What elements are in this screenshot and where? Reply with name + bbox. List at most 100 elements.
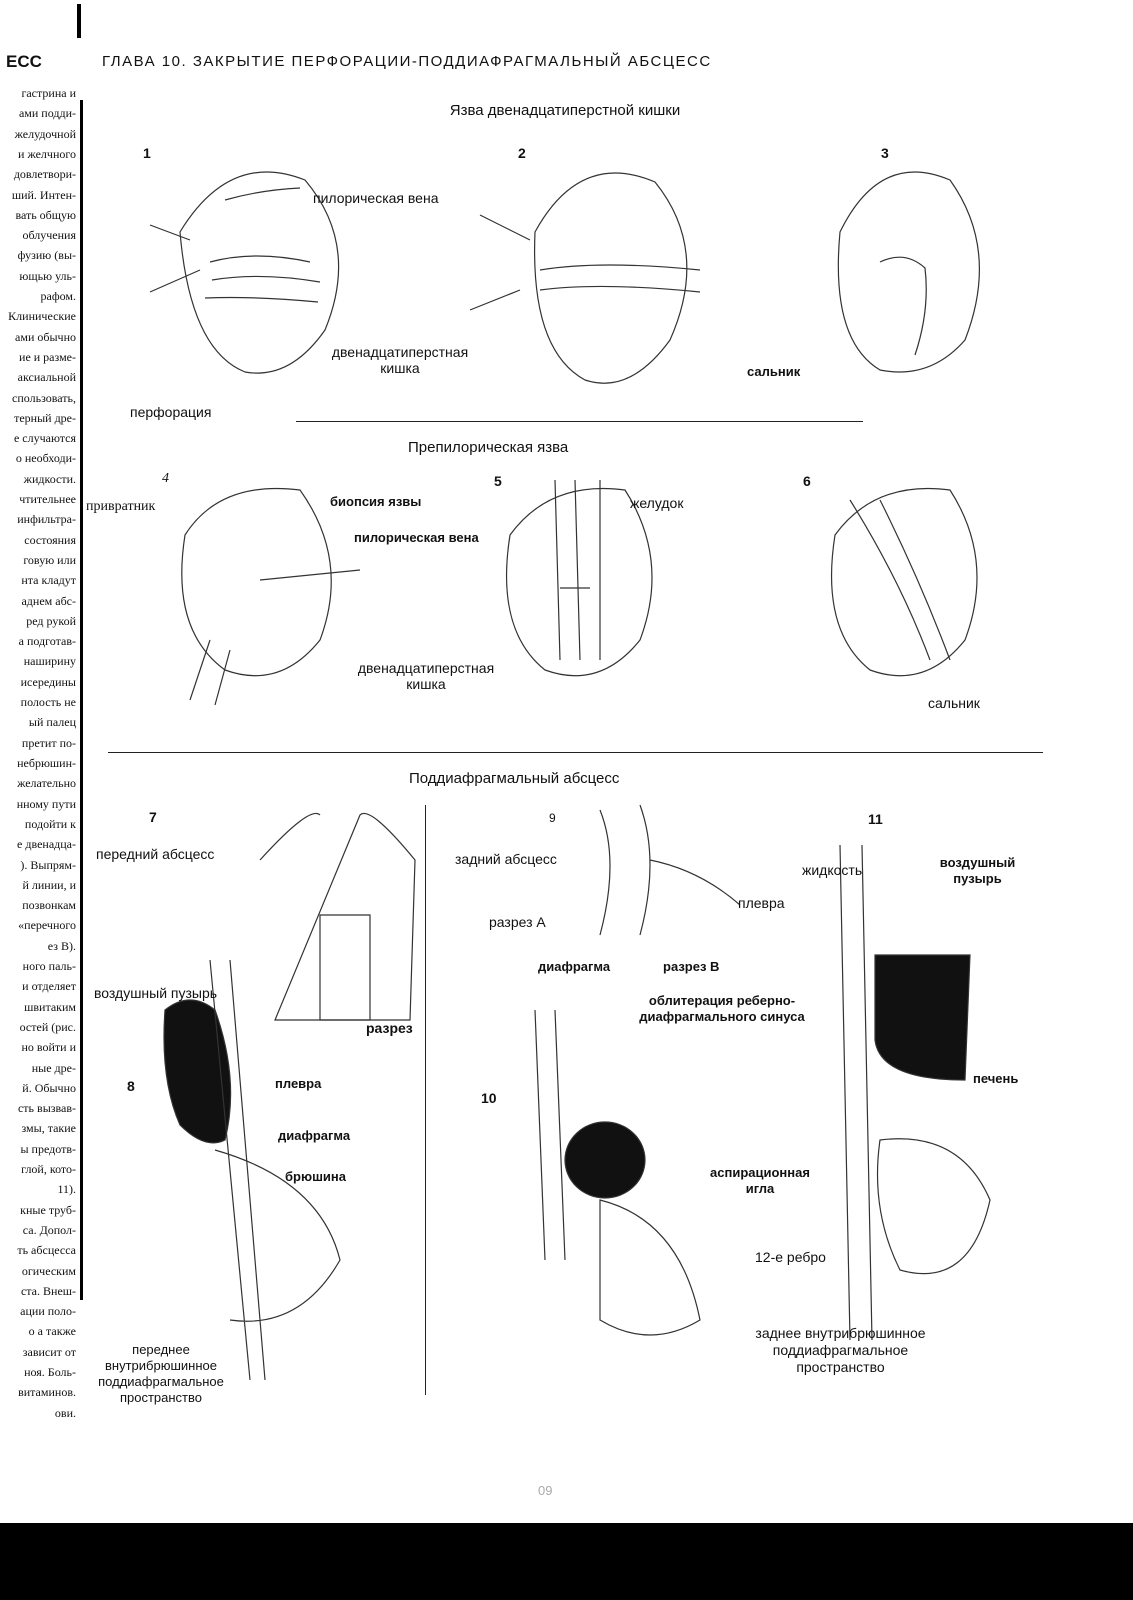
margin-line: довлетвори- [13, 167, 76, 181]
page-number: 09 [538, 1483, 553, 1498]
margin-line: фузию (вы- [17, 248, 76, 262]
margin-line: ие и разме- [19, 350, 76, 364]
label-air-bubble-7: воздушный пузырь [94, 985, 218, 1001]
label-pylorus: привратник [86, 499, 156, 514]
label-air-bubble-11: воздушный пузырь [939, 855, 1016, 886]
margin-line: и отделяет [22, 979, 76, 993]
margin-line: говую или [23, 553, 76, 567]
margin-line: зависит от [22, 1345, 76, 1359]
label-perforation: перфорация [130, 404, 212, 420]
panel-number-8: 8 [127, 1078, 135, 1094]
margin-line: желудочной [14, 127, 76, 141]
label-obliteration: облитерация реберно-диафрагмального сину… [639, 993, 805, 1024]
label-fluid: жидкость [802, 862, 863, 878]
label-posterior-space: заднее внутрибрюшинное поддиафрагмальное… [755, 1325, 926, 1375]
margin-line: претит по- [21, 736, 76, 750]
margin-line: ющью уль- [19, 269, 76, 283]
panel-number-11: 11 [868, 811, 883, 827]
panel-5-drawing [505, 487, 653, 677]
margin-line: ови. [54, 1406, 76, 1420]
margin-line: сть вызвав- [17, 1101, 76, 1115]
label-incision-a: разрез А [489, 914, 546, 930]
margin-line: аднем абс- [21, 594, 76, 608]
margin-line: состояния [24, 533, 76, 547]
label-incision: разрез [366, 1020, 413, 1036]
margin-line: огическим [21, 1264, 76, 1278]
margin-line: ноя. Боль- [24, 1365, 76, 1379]
margin-line: е двенадца- [17, 837, 76, 851]
panel-number-4: 4 [162, 471, 169, 486]
margin-line: «перечного [18, 918, 76, 932]
label-anterior-space: переднее внутрибрюшинное поддиафрагмальн… [98, 1342, 224, 1405]
panel-number-1: 1 [143, 145, 151, 161]
panel-6-drawing [830, 487, 978, 677]
margin-line: рафом. [40, 289, 76, 303]
divider-2 [108, 752, 1043, 753]
label-anterior-abscess: передний абсцесс [96, 846, 215, 862]
panel-number-6: 6 [803, 473, 811, 489]
label-aspiration-needle: аспирационная игла [710, 1165, 810, 1196]
label-peritoneum: брюшина [285, 1169, 346, 1184]
margin-line: инфильтра- [17, 512, 76, 526]
label-duodenum: двенадцатиперстная кишка [331, 344, 469, 376]
margin-line: о необходи- [15, 451, 76, 465]
margin-line: ез B). [47, 939, 76, 953]
label-incision-b: разрез B [663, 959, 720, 974]
margin-line: но войти и [21, 1040, 76, 1054]
margin-line: кные труб- [20, 1203, 76, 1217]
label-pleura-8: плевра [275, 1076, 322, 1091]
margin-line: терный дре- [14, 411, 76, 425]
panel-8-drawing [163, 999, 232, 1144]
panel-9-drawing [599, 804, 741, 936]
margin-line: позвонкам [22, 898, 76, 912]
margin-line: полость не [20, 695, 76, 709]
header-corner: ЕСС [6, 52, 42, 71]
divider-1 [296, 421, 863, 422]
label-stomach: желудок [630, 495, 684, 511]
margin-line: а подготав- [18, 634, 76, 648]
label-pyloric-vein-2: пилорическая вена [354, 530, 479, 545]
margin-line: й. Обычно [22, 1081, 76, 1095]
margin-bar [80, 100, 83, 1300]
panel-number-5: 5 [494, 473, 502, 489]
margin-line: ации поло- [20, 1304, 76, 1318]
margin-line: небрюшин- [17, 756, 76, 770]
scan-bottom-bar [0, 1523, 1133, 1600]
section2-title: Препилорическая язва [408, 439, 569, 456]
margin-line: ). Выпрям- [20, 858, 76, 872]
margin-line: 11). [57, 1182, 76, 1196]
margin-line: остей (рис. [19, 1020, 76, 1034]
label-posterior-abscess: задний абсцесс [455, 851, 557, 867]
panel-number-2: 2 [518, 145, 526, 161]
section3-title: Поддиафрагмальный абсцесс [409, 770, 620, 787]
margin-line: вать общую [15, 208, 76, 222]
margin-line: гастрина и [21, 86, 76, 100]
margin-line: ста. Внеш- [20, 1284, 76, 1298]
label-liver: печень [973, 1071, 1019, 1086]
label-pleura-9: плевра [738, 895, 785, 911]
margin-line: змы, такие [21, 1121, 76, 1135]
label-omentum-6: сальник [928, 695, 980, 711]
margin-line: витаминов. [18, 1385, 76, 1399]
margin-line: е случаются [13, 431, 76, 445]
margin-line: ы предотв- [20, 1142, 76, 1156]
margin-line: са. Допол- [22, 1223, 76, 1237]
margin-line: ть абсцесса [17, 1243, 76, 1257]
panel-4-drawing [181, 487, 332, 677]
panel-number-3: 3 [881, 145, 889, 161]
label-diaphragm-9: диафрагма [538, 959, 611, 974]
panel-1-drawing [179, 171, 340, 374]
label-duodenum-2: двенадцатиперстная кишка [357, 660, 495, 692]
label-omentum-3: сальник [747, 364, 801, 379]
label-diaphragm-8: диафрагма [278, 1128, 351, 1143]
margin-line: глой, кото- [21, 1162, 76, 1176]
margin-line: ред рукой [26, 614, 76, 628]
margin-line: наширину [23, 654, 76, 668]
panel-number-10: 10 [481, 1090, 497, 1106]
margin-line: желательно [17, 776, 76, 790]
label-ulcer-biopsy: биопсия язвы [330, 494, 422, 509]
section1-title: Язва двенадцатиперстной кишки [449, 102, 681, 119]
margin-line: ший. Интен- [11, 188, 76, 202]
